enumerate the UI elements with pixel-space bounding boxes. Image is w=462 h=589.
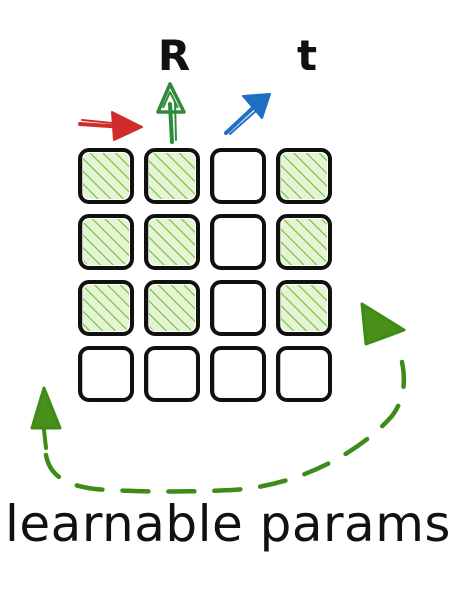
matrix-cell-learnable: [78, 280, 134, 336]
matrix-cell-fixed: [210, 148, 266, 204]
matrix-cell-learnable: [276, 214, 332, 270]
matrix-cell-fixed: [210, 280, 266, 336]
cell-hatch: [149, 219, 195, 265]
cell-outline: [210, 280, 266, 336]
cell-hatch: [149, 153, 195, 199]
cell-outline-sketch: [80, 214, 133, 269]
cell-outline: [276, 346, 332, 402]
rotation-label: R: [158, 31, 190, 80]
cell-outline-sketch: [278, 280, 331, 335]
matrix-cell-learnable: [276, 148, 332, 204]
cell-hatch: [83, 285, 129, 331]
green-arrow: [156, 82, 186, 144]
matrix-cell-learnable: [144, 280, 200, 336]
left-arrowhead: [30, 386, 62, 450]
cell-outline-sketch: [212, 280, 265, 335]
matrix-cell-fixed: [210, 214, 266, 270]
cell-outline-sketch: [80, 148, 133, 203]
dashed-connector: [43, 359, 407, 494]
matrix-cell-fixed: [144, 346, 200, 402]
red-arrow: [78, 111, 143, 141]
cell-outline-sketch: [278, 148, 331, 203]
learnable-params-caption: learnable params: [5, 495, 451, 553]
matrix-cell-fixed: [78, 346, 134, 402]
cell-outline-sketch: [80, 280, 133, 335]
cell-outline: [210, 214, 266, 270]
cell-hatch: [83, 153, 129, 199]
cell-outline-sketch: [146, 346, 199, 401]
cell-outline: [144, 346, 200, 402]
cell-outline: [78, 346, 134, 402]
cell-outline-sketch: [146, 280, 199, 335]
matrix-cell-fixed: [276, 346, 332, 402]
blue-arrow: [224, 93, 271, 135]
cell-outline-sketch: [80, 346, 133, 401]
right-arrowhead: [360, 302, 406, 346]
cell-hatch: [149, 285, 195, 331]
matrix-cell-learnable: [78, 214, 134, 270]
cell-hatch: [281, 219, 327, 265]
cell-outline-sketch: [146, 148, 199, 203]
matrix-cell-learnable: [276, 280, 332, 336]
matrix-cell-learnable: [144, 148, 200, 204]
cell-hatch: [83, 219, 129, 265]
matrix-grid: [78, 148, 332, 402]
cell-outline-sketch: [212, 346, 265, 401]
cell-outline-sketch: [212, 148, 265, 203]
cell-outline-sketch: [146, 214, 199, 269]
cell-outline: [210, 148, 266, 204]
cell-outline-sketch: [278, 214, 331, 269]
cell-outline-sketch: [278, 346, 331, 401]
matrix-cell-fixed: [210, 346, 266, 402]
cell-hatch: [281, 285, 327, 331]
matrix-cell-learnable: [78, 148, 134, 204]
translation-label: t: [297, 31, 317, 80]
cell-hatch: [281, 153, 327, 199]
matrix-cell-learnable: [144, 214, 200, 270]
cell-outline-sketch: [212, 214, 265, 269]
cell-outline: [210, 346, 266, 402]
